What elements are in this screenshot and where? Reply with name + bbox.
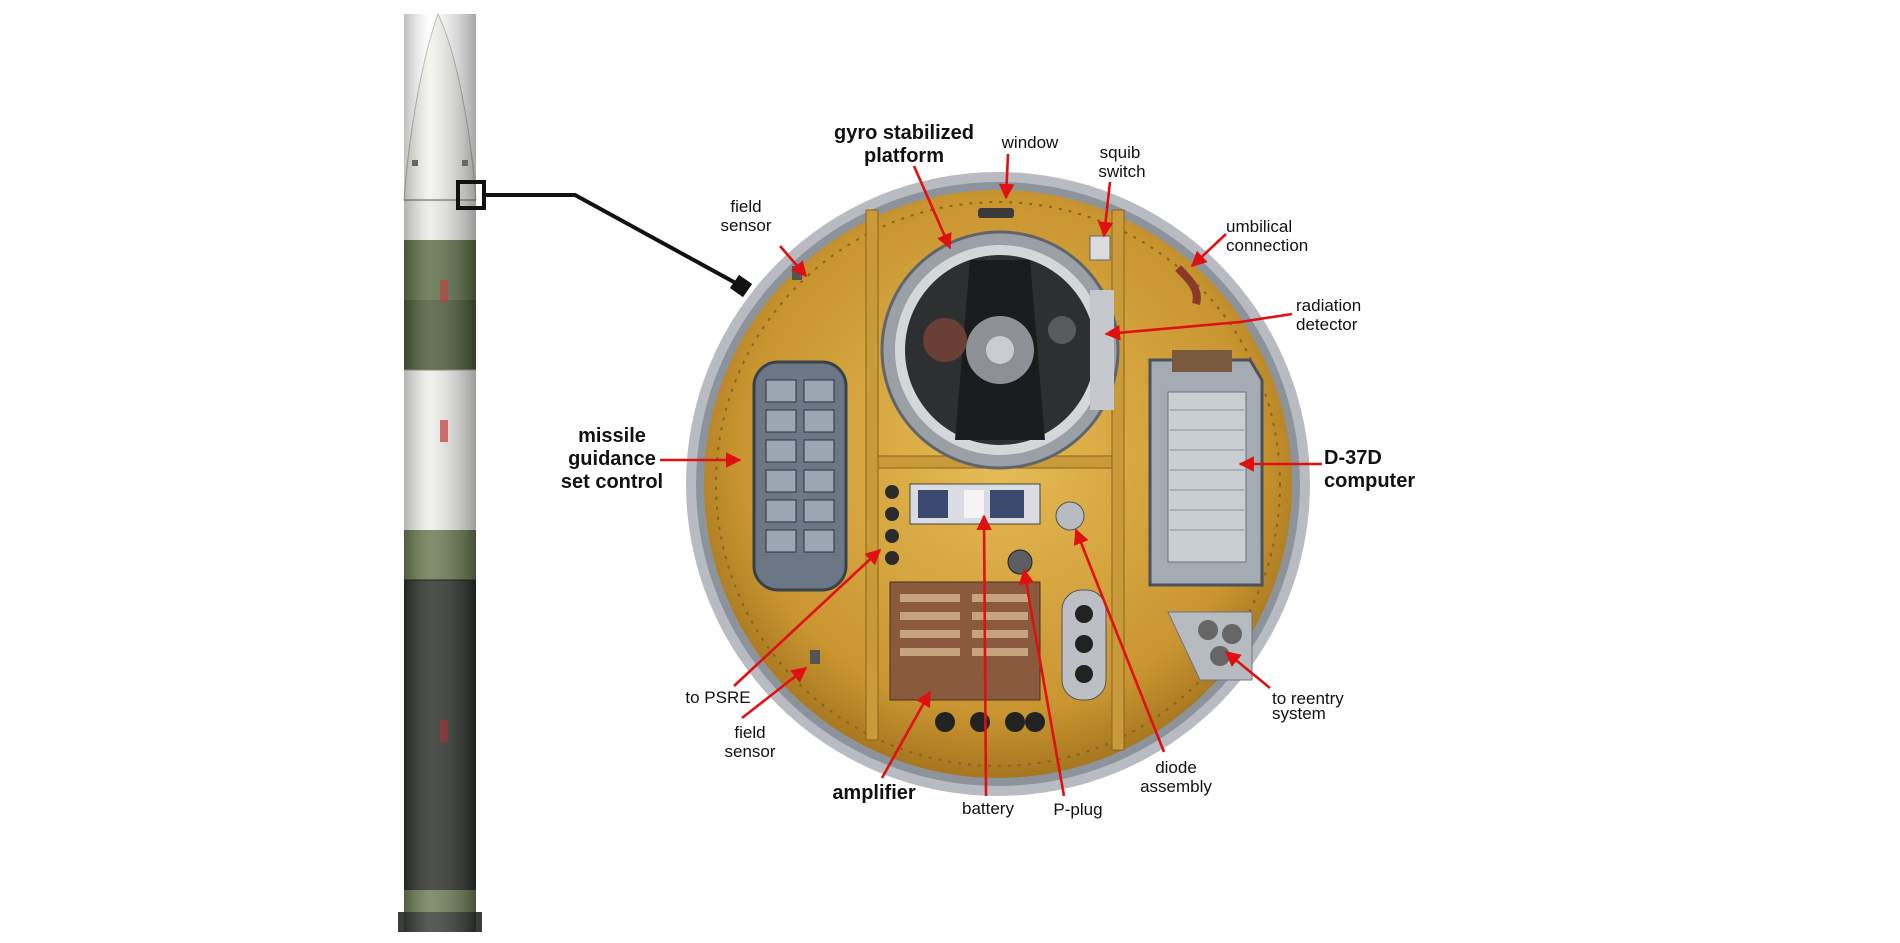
label-reentry-line2: system bbox=[1272, 704, 1326, 723]
psre-connectors bbox=[885, 485, 899, 565]
label-umbilical-line1: umbilical bbox=[1226, 217, 1292, 236]
label-radiation-line1: radiation bbox=[1296, 296, 1361, 315]
gyro-platform bbox=[880, 230, 1120, 470]
label-battery: battery bbox=[962, 799, 1014, 818]
label-radiation-line2: detector bbox=[1296, 315, 1358, 334]
label-gyro-line1: gyro stabilized bbox=[834, 122, 974, 144]
label-field-sensor-bottom-line1: field bbox=[734, 723, 765, 742]
label-to-psre: to PSRE bbox=[685, 688, 750, 707]
field-sensor-bottom-part bbox=[810, 650, 820, 664]
callout-arrows bbox=[660, 153, 1322, 797]
window-port bbox=[978, 208, 1014, 218]
guidance-set-control-box bbox=[752, 360, 848, 592]
label-d37d-line2: computer bbox=[1324, 470, 1415, 492]
label-amplifier: amplifier bbox=[832, 782, 916, 804]
d37d-computer-box bbox=[1148, 350, 1264, 587]
guidance-section bbox=[686, 172, 1310, 796]
label-diode-line1: diode bbox=[1155, 758, 1197, 777]
zoom-connector bbox=[456, 180, 753, 298]
label-field-sensor-top-line1: field bbox=[730, 197, 761, 216]
label-diode-line2: assembly bbox=[1140, 777, 1212, 796]
label-window: window bbox=[1001, 133, 1059, 152]
label-umbilical-line2: connection bbox=[1226, 236, 1308, 255]
amplifier-board bbox=[889, 581, 1045, 732]
missile bbox=[398, 12, 482, 932]
label-field-sensor-bottom-line2: sensor bbox=[724, 742, 775, 761]
label-d37d-line1: D-37D bbox=[1324, 447, 1382, 469]
label-mgsc-line3: set control bbox=[561, 471, 663, 493]
radiation-detector-block bbox=[1090, 290, 1114, 410]
diode-assembly-part bbox=[1055, 501, 1085, 531]
label-field-sensor-top-line2: sensor bbox=[720, 216, 771, 235]
umbilical-cable bbox=[1175, 265, 1201, 306]
label-mgsc-line1: missile bbox=[578, 425, 646, 447]
p-plug-bundle bbox=[1061, 589, 1107, 701]
label-mgsc-line2: guidance bbox=[568, 448, 656, 470]
label-reentry-line1: to reentry bbox=[1272, 689, 1344, 708]
label-squib-line2: switch bbox=[1098, 162, 1145, 181]
callout-labels: gyro stabilized platform window squib sw… bbox=[561, 122, 1415, 819]
squib-switch-unit bbox=[1089, 235, 1111, 261]
label-gyro-line2: platform bbox=[864, 145, 944, 167]
battery-unit bbox=[909, 483, 1041, 525]
label-p-plug: P-plug bbox=[1053, 800, 1102, 819]
label-squib-line1: squib bbox=[1100, 143, 1141, 162]
p-plug-connector bbox=[1007, 549, 1033, 575]
